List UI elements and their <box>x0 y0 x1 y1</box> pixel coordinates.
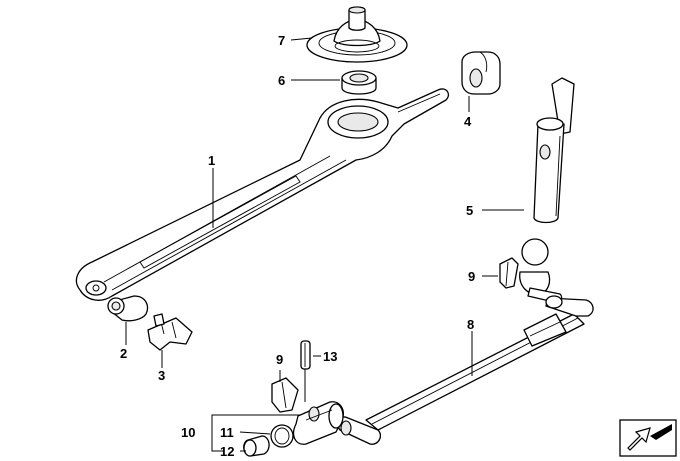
callout-9-lower: 9 <box>276 352 283 367</box>
callout-3: 3 <box>158 368 165 383</box>
part-7-boot <box>306 6 408 63</box>
callout-11: 11 <box>220 425 234 440</box>
orientation-arrow-icon <box>619 419 677 457</box>
callout-10: 10 <box>181 425 195 440</box>
part-10-joint-sleeve <box>292 401 344 445</box>
part-9-clip-upper <box>499 257 519 289</box>
leader-lines <box>125 37 524 452</box>
part-3-clip <box>147 313 193 351</box>
callout-5: 5 <box>466 203 473 218</box>
callout-13: 13 <box>323 349 337 364</box>
part-5-shift-rod <box>519 77 575 304</box>
callout-6: 6 <box>278 73 285 88</box>
callout-2: 2 <box>120 346 127 361</box>
callout-4: 4 <box>464 114 472 129</box>
callout-1: 1 <box>208 153 215 168</box>
callout-9-upper: 9 <box>468 269 475 284</box>
part-1-shift-lever <box>75 88 450 301</box>
part-9-clip-lower <box>271 377 299 413</box>
callout-8: 8 <box>467 317 474 332</box>
part-6-bushing <box>341 70 377 95</box>
callout-12: 12 <box>220 444 234 459</box>
part-11-o-ring <box>270 424 294 448</box>
part-12-bush <box>243 435 270 457</box>
part-4-rubber-block <box>461 51 501 95</box>
part-2-pivot-bush <box>107 295 149 322</box>
callout-7: 7 <box>278 33 285 48</box>
part-8-selector-shaft <box>336 295 594 445</box>
part-13-pin <box>300 340 311 370</box>
